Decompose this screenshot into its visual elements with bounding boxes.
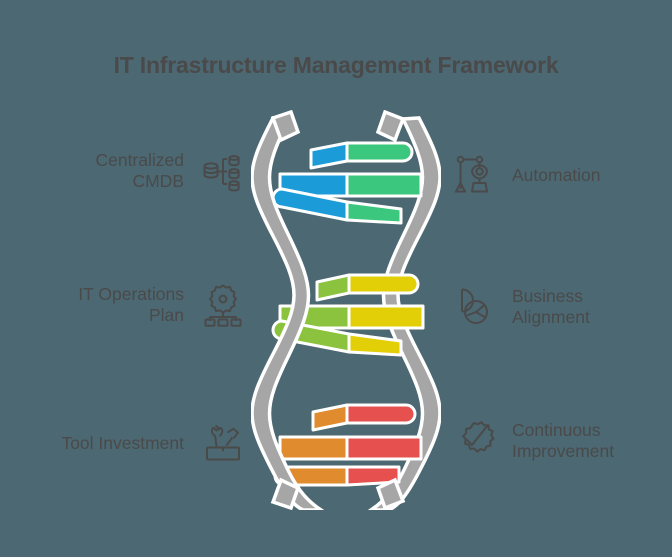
item-centralized-cmdb[interactable]: Centralized CMDB (95, 148, 246, 194)
item-business-alignment[interactable]: Business Alignment (452, 284, 590, 330)
item-continuous-improvement[interactable]: Continuous Improvement (452, 418, 614, 464)
helix-strand-back (367, 116, 441, 510)
helix-end-caps (270, 110, 406, 510)
item-tool-investment[interactable]: Tool Investment (61, 420, 246, 466)
item-it-operations-plan[interactable]: IT Operations Plan (78, 282, 246, 328)
helix-strand-front (251, 116, 325, 510)
item-label-continuous-improvement: Continuous Improvement (512, 420, 615, 461)
page-title: IT Infrastructure Management Framework (113, 52, 559, 78)
gear-checkmark-icon (452, 418, 498, 464)
robot-arm-icon (452, 152, 498, 198)
rungs-top (271, 141, 423, 225)
item-label-it-operations-plan: IT Operations Plan (78, 284, 184, 325)
item-automation[interactable]: Automation (452, 152, 601, 198)
gear-org-chart-icon (200, 282, 246, 328)
rungs-bottom (273, 403, 423, 487)
item-label-tool-investment: Tool Investment (61, 432, 184, 453)
item-label-centralized-cmdb: Centralized CMDB (95, 150, 184, 191)
pie-chart-icon (452, 284, 498, 330)
dna-helix-graphic (251, 110, 441, 510)
item-label-automation: Automation (512, 164, 601, 185)
item-label-business-alignment: Business Alignment (512, 286, 590, 327)
toolbox-wrench-hammer-icon (200, 420, 246, 466)
cmdb-database-hierarchy-icon (200, 148, 246, 194)
